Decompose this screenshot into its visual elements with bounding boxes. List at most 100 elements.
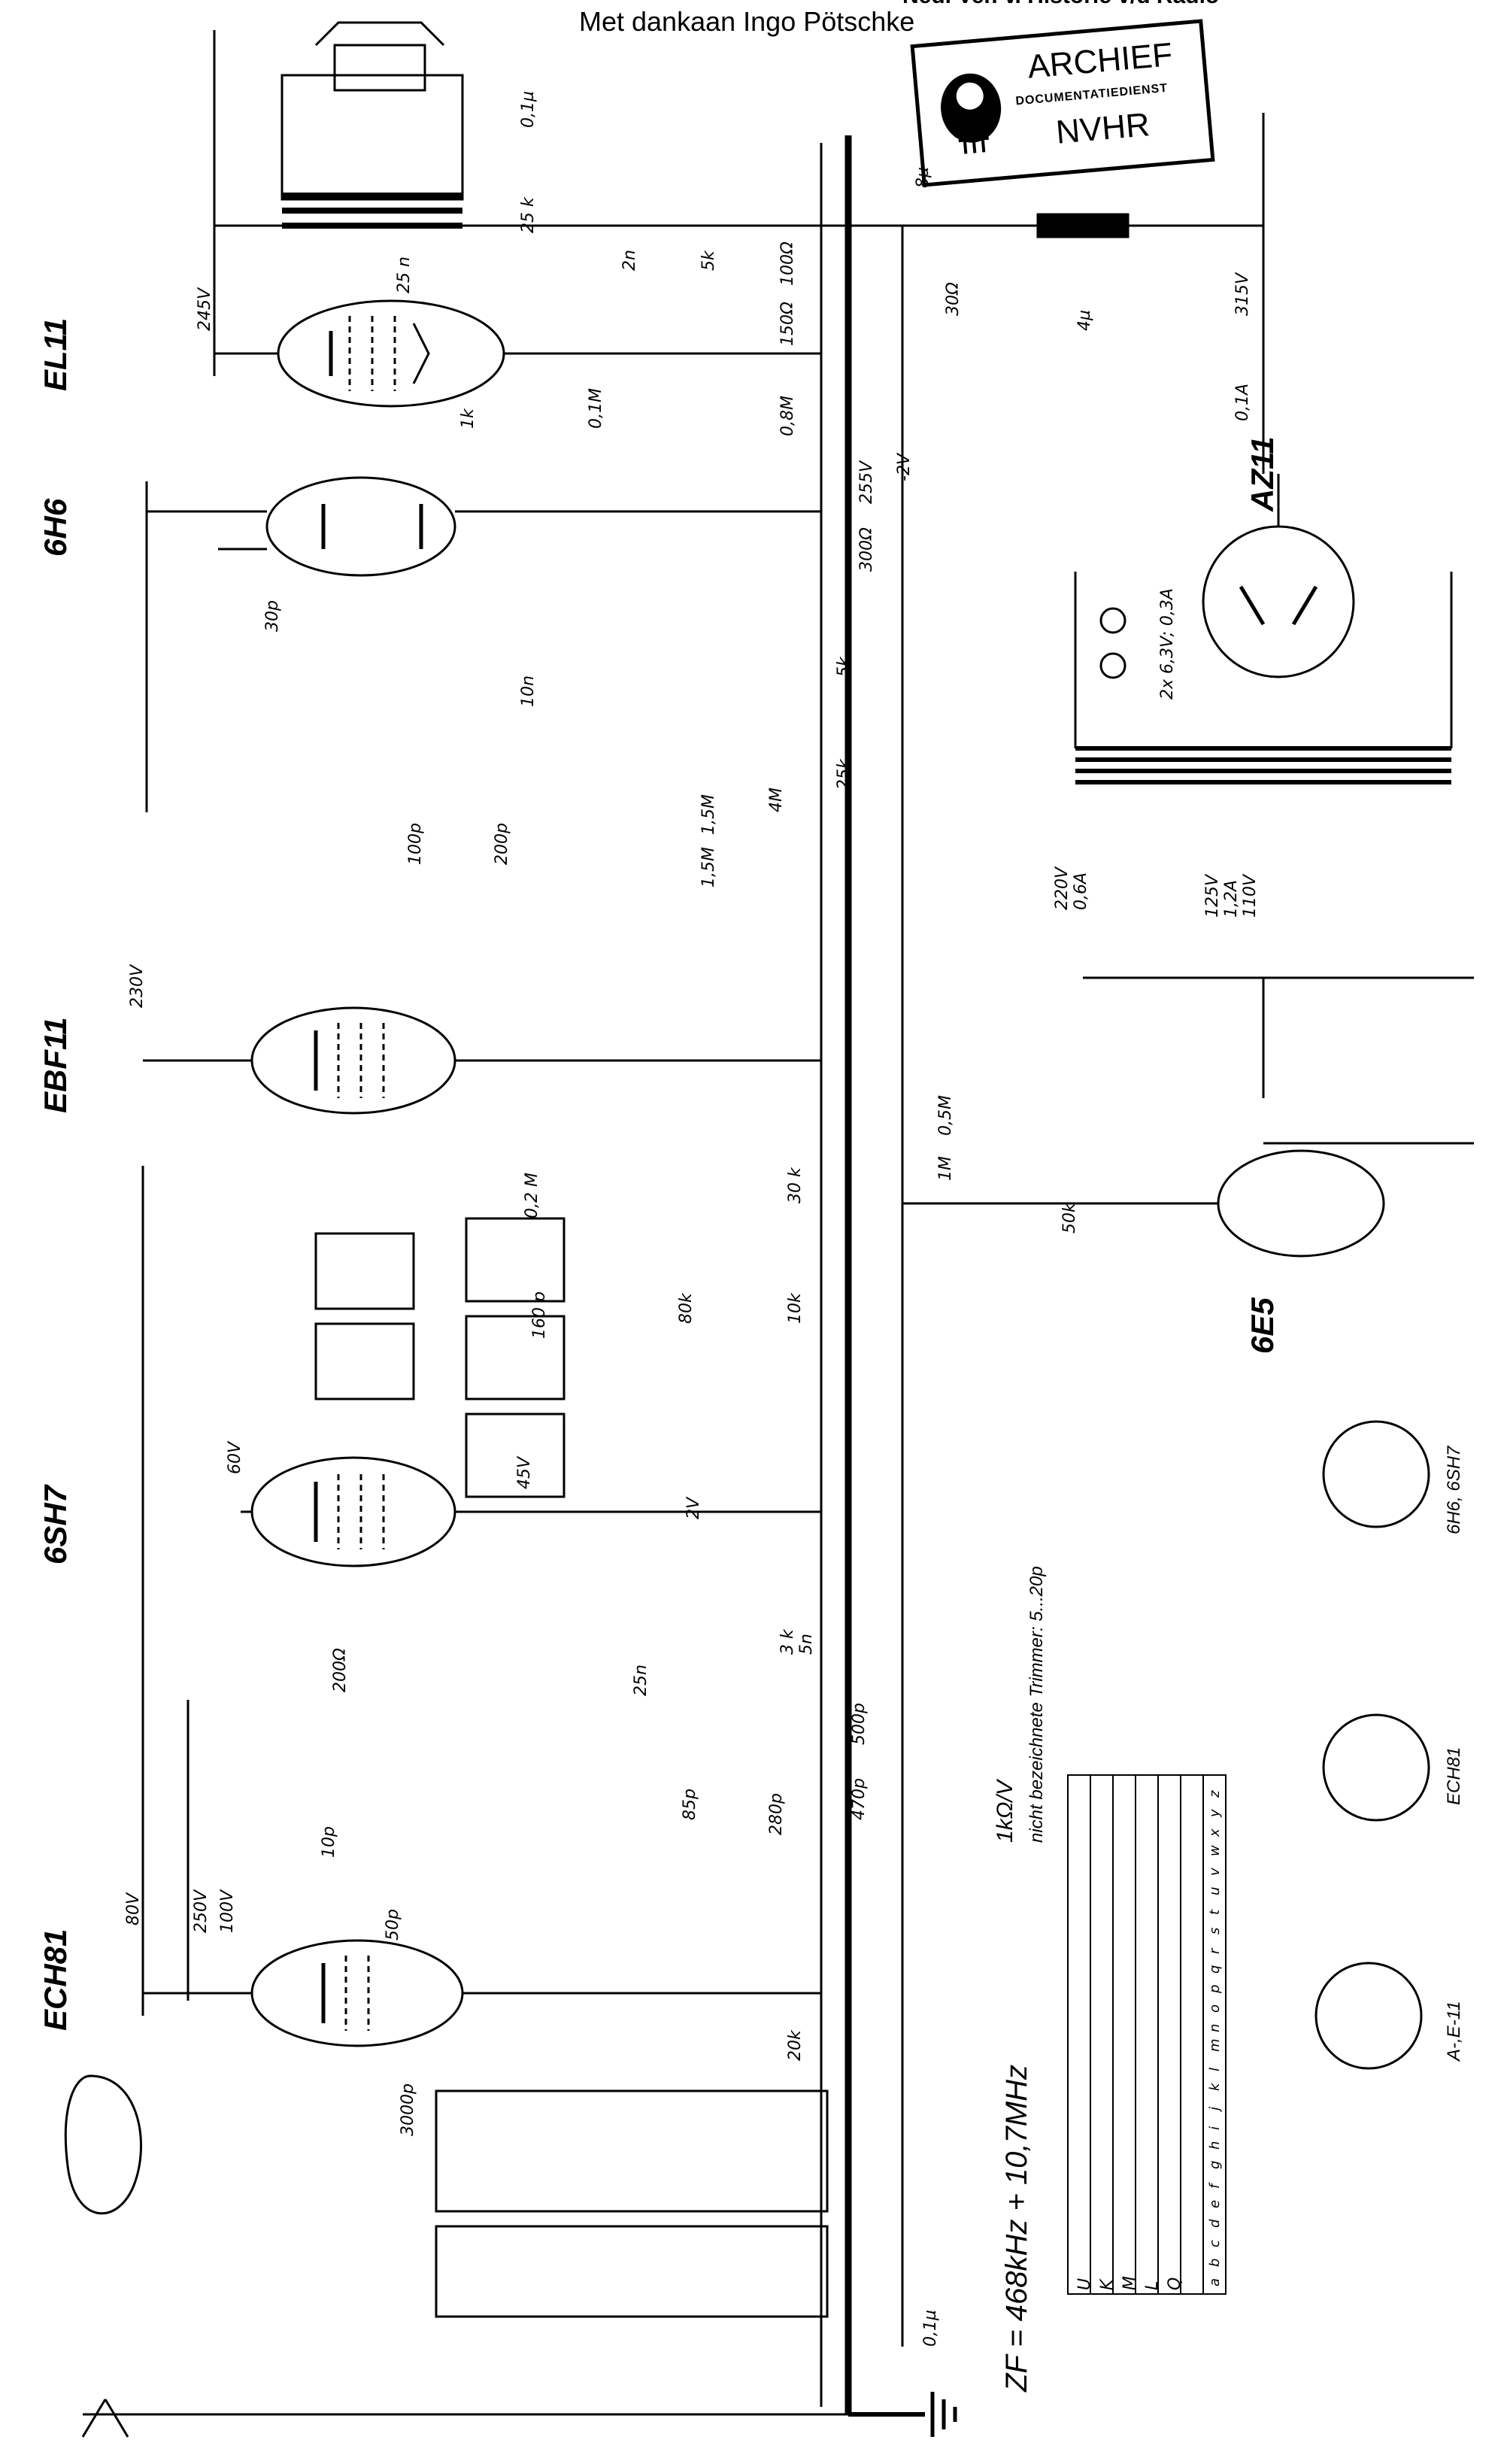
resistor-label: 10k <box>786 1293 805 1324</box>
capacitor-label: 50p <box>384 1909 402 1941</box>
resistor-label: 4M <box>767 787 786 812</box>
capacitor-label: 10n <box>519 675 538 707</box>
switch-col-label: p <box>1207 1984 1223 1993</box>
resistor-label: 0,5M <box>936 1095 955 1136</box>
capacitor-label: 85p <box>681 1789 699 1820</box>
capacitor-label: 100p <box>406 823 425 865</box>
capacitor-label: 160 p <box>530 1291 549 1339</box>
switch-row-label: K <box>1098 2279 1117 2290</box>
resistor-label: 30Ω <box>944 282 963 316</box>
capacitor-label: 470p <box>850 1778 869 1820</box>
switch-row-label: U <box>1075 2277 1094 2290</box>
mains-label: 1,2A <box>1222 879 1241 918</box>
switch-col-label: x <box>1207 1828 1223 1837</box>
voltage-label: 45V <box>515 1456 534 1489</box>
capacitor-label: 200p <box>493 823 511 865</box>
switch-col-label: t <box>1207 1909 1223 1915</box>
resistor-label: 300Ω <box>857 527 876 572</box>
switch-row-label: L <box>1143 2280 1162 2290</box>
voltage-label: 60V <box>226 1441 244 1474</box>
tube-logo-icon <box>941 73 1002 154</box>
archive-stamp: ARCHIEF DOCUMENTATIEDIENST NVHR <box>910 19 1215 187</box>
voltage-label: 80V <box>124 1892 143 1925</box>
switch-col-label: n <box>1207 2023 1223 2032</box>
resistor-label: 100Ω <box>778 241 797 286</box>
resistor-label: 30 k <box>786 1167 805 1203</box>
socket-caption: 6H6, 6SH7 <box>1444 1446 1464 1534</box>
voltage-label: 100V <box>218 1889 237 1933</box>
resistor-label: 1k <box>459 408 478 429</box>
capacitor-label: 4µ <box>1075 310 1094 331</box>
resistor-label: 1,5M <box>699 794 718 835</box>
credit-line: Met dankaan Ingo Pötschke <box>579 6 915 37</box>
switch-col-label: m <box>1207 2038 1223 2052</box>
capacitor-label: 8µ <box>914 167 932 188</box>
switch-col-label: j <box>1207 2106 1223 2110</box>
capacitor-label: 30p <box>263 600 282 632</box>
resistor-label: 5k <box>835 657 854 677</box>
resistor-label: 5k <box>699 250 718 271</box>
resistor-label: 20k <box>786 2030 805 2061</box>
switch-col-label: d <box>1207 2219 1223 2228</box>
capacitor-label: 10p <box>320 1826 338 1858</box>
tube-label-ebf11: EBF11 <box>38 1017 73 1113</box>
switch-col-label: r <box>1207 1948 1223 1954</box>
mains-label: 110V <box>1241 874 1260 918</box>
switch-col-label: e <box>1207 2199 1223 2208</box>
tube-label-6e5: 6E5 <box>1245 1297 1280 1354</box>
switch-col-label: w <box>1207 1845 1223 1856</box>
mains-label: 125V <box>1203 874 1222 918</box>
voltage-label: -2V <box>895 454 914 481</box>
resistor-label: 25k <box>835 759 854 790</box>
switch-col-label: o <box>1207 2004 1223 2013</box>
resistor-label: 80k <box>677 1293 696 1324</box>
mains-label: 0,6A <box>1072 872 1090 910</box>
resistor-label: 0,8M <box>778 396 797 436</box>
switch-row-label: Q <box>1166 2277 1184 2290</box>
capacitor-label: 0,1µ <box>921 2310 940 2347</box>
switch-col-label: i <box>1207 2126 1223 2130</box>
switch-col-label: z <box>1207 1790 1223 1798</box>
mains-label: 220V <box>1053 866 1072 910</box>
switch-col-label: v <box>1207 1868 1223 1876</box>
capacitor-label: 3000p <box>399 2083 417 2136</box>
switch-row-label: M <box>1120 2276 1139 2290</box>
resistor-label: 0,1M <box>587 388 605 429</box>
resistor-label: 200Ω <box>331 1648 350 1692</box>
switch-col-label: l <box>1207 2067 1223 2071</box>
voltage-label: 245V <box>196 287 214 331</box>
socket-caption: A-,E-11 <box>1444 2001 1464 2061</box>
voltage-label: 2V <box>684 1497 703 1519</box>
resistor-label: 50k <box>1060 1203 1079 1234</box>
voltage-label: 250V <box>192 1889 211 1933</box>
archive-heading: Ned. Ver. v. Historie v/d Radio <box>902 0 1219 9</box>
mains-label: 0,1A <box>1233 383 1252 421</box>
tube-label-ech81: ECH81 <box>38 1928 73 2031</box>
switch-col-label: u <box>1207 1886 1223 1895</box>
capacitor-label: 280p <box>767 1793 786 1835</box>
resistor-label: 150Ω <box>778 302 797 346</box>
capacitor-label: 25 n <box>395 256 414 293</box>
resistor-label: 3 k <box>778 1629 797 1655</box>
switch-col-label: b <box>1207 2258 1223 2267</box>
tube-label-el11: EL11 <box>38 317 73 391</box>
switch-col-label: h <box>1207 2141 1223 2150</box>
switch-col-label: f <box>1207 2183 1223 2189</box>
voltage-label: 230V <box>128 964 147 1008</box>
capacitor-label: 2n <box>620 250 639 271</box>
capacitor-label: 0,1µ <box>519 91 538 128</box>
switch-col-label: a <box>1207 2277 1223 2286</box>
switch-col-label: k <box>1207 2083 1223 2091</box>
switch-table-grid <box>1067 1774 1227 2295</box>
trimmer-note: nicht bezeichnete Trimmer: 5...20p <box>1026 1566 1047 1843</box>
switch-col-label: g <box>1207 2160 1223 2169</box>
resistor-label: 0,2 M <box>523 1173 541 1218</box>
resistor-label: 1,5M <box>699 847 718 888</box>
ohms-per-volt-note: 1kΩ/V <box>993 1780 1017 1843</box>
switch-col-label: q <box>1207 1965 1223 1974</box>
switch-col-label: s <box>1207 1927 1223 1934</box>
socket-caption: ECH81 <box>1444 1746 1464 1805</box>
voltage-label: 315V <box>1233 272 1252 316</box>
